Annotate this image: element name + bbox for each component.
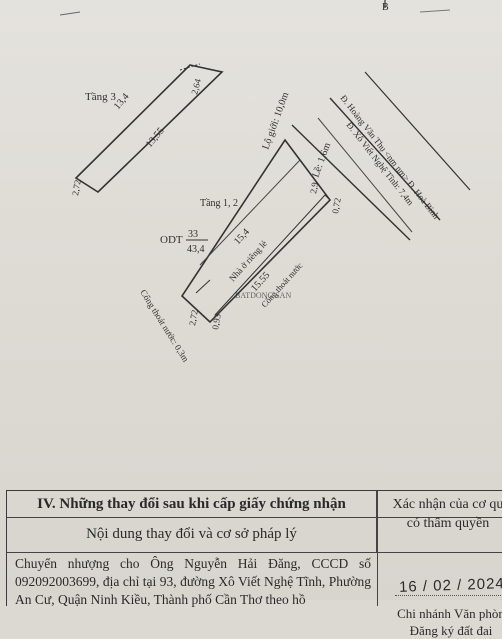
table-title-row: IV. Những thay đổi sau khi cấp giấy chứn… <box>7 491 502 518</box>
parcel-top-length: 15,4 <box>232 227 252 247</box>
agency-line1: Chi nhánh Văn phòn <box>397 606 502 621</box>
tang3-outline <box>74 64 224 194</box>
column-header-confirmation: Xác nhận của cơ qu có thẩm quyền <box>378 491 502 556</box>
drain-line <box>214 194 331 316</box>
tang3-left-width: 2,72 <box>70 179 83 196</box>
scan-mark <box>419 9 451 13</box>
road-centerline <box>317 117 413 233</box>
tang3-right-width: 2,64 <box>189 77 203 95</box>
parcel-left-width: 2,72 <box>187 309 200 326</box>
confirmation-date: 16 / 02 / 2024 <box>398 575 502 596</box>
odt-label: ODT <box>160 234 183 246</box>
confirmation-header-line1: Xác nhận của cơ qu <box>392 497 502 512</box>
odt-number: 33 <box>188 229 198 240</box>
drain-inner-label: Cống thoát nước <box>259 260 305 309</box>
road-name-1: Đ. Hoàng Văn Thụ <nm nm> Đ. Hoà Bình <box>338 93 441 221</box>
changes-table: IV. Những thay đổi sau khi cấp giấy chứn… <box>6 490 502 638</box>
parcel-right-small: 0,72 <box>330 197 343 214</box>
table-title: IV. Những thay đổi sau khi cấp giấy chứn… <box>7 491 377 517</box>
land-plot-diagram: B Tầng 3 13,4 13,55 2,64 2,72 Tầng 1, 2 … <box>59 0 471 364</box>
confirmation-header-line2: có thẩm quyền <box>406 516 490 531</box>
parcel-left-small: 0,93 <box>210 313 223 331</box>
dim-line <box>179 63 201 71</box>
tang3-label: Tầng 3 <box>85 91 116 103</box>
date-dotted-line <box>395 595 502 596</box>
road-boundary-2 <box>291 124 411 241</box>
marker-b: B <box>382 2 389 13</box>
drain-side-label: Cống thoát nước: 0,3m <box>138 288 191 364</box>
road-boundary-3 <box>364 71 471 191</box>
column-header-changes: Nội dung thay đổi và cơ sở pháp lý <box>7 517 377 552</box>
table-header-row: Nội dung thay đổi và cơ sở pháp lý <box>7 517 502 553</box>
road-boundary-1 <box>329 97 441 221</box>
parcel-outline <box>180 138 332 324</box>
odt-area: 43,4 <box>187 244 205 255</box>
watermark: BATDONG SAN <box>235 291 291 300</box>
parcel-inner-line <box>199 159 301 266</box>
change-content: Chuyển nhượng cho Ông Nguyễn Hải Đăng, C… <box>15 556 371 607</box>
agency-name: Chi nhánh Văn phòn Đăng ký đất đai <box>381 605 502 639</box>
leader-line <box>195 279 211 294</box>
agency-line2: Đăng ký đất đai <box>409 623 493 638</box>
tang12-label: Tầng 1, 2 <box>200 198 238 209</box>
parcel-right-width: 2,9 <box>308 181 320 194</box>
column-divider <box>377 491 378 606</box>
scan-mark <box>59 11 81 16</box>
